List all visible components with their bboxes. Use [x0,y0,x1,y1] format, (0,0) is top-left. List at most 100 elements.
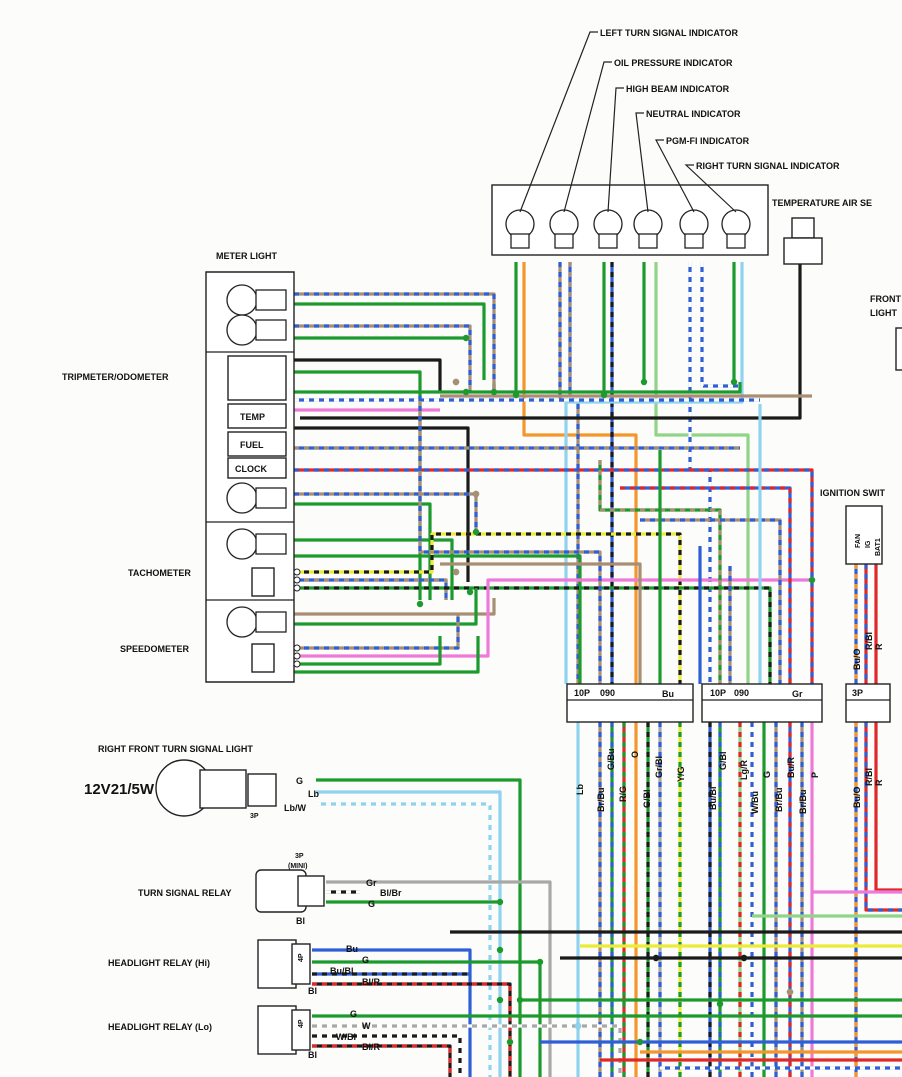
indicator-bulb-base [726,233,746,249]
meter-bulb [226,482,258,514]
wire-green [294,538,454,600]
code-c2-bu-r: Bu/R [786,757,796,778]
wire-lightblue-tracer [316,802,492,1077]
wire-green [294,302,486,380]
clock-label: CLOCK [235,464,267,474]
connector-1-code: 090 [600,688,615,698]
headlight-relay-hi [257,939,297,989]
connector-1-pins: 10P [574,688,590,698]
wire-lightblue [316,790,502,1077]
headlight-relay-lo [257,1005,297,1055]
code-ig-r-bl-2: R/Bl [864,768,874,786]
wire-green [294,370,422,600]
wire-layer [294,262,902,1077]
wire-green [294,502,432,600]
wire-oil-pressure [522,262,638,684]
front-light-box [895,327,902,371]
wire-blue [312,948,472,1077]
wire-blue-tracer [294,578,448,600]
code-turn-g: G [296,776,303,786]
clock-display [227,457,287,479]
code-relay-gr: Gr [366,878,377,888]
ignition-bat-label: BAT1 [875,538,882,556]
hl-relay-hi-connector [291,943,311,985]
wire-red [864,722,902,912]
splice-dot [512,391,520,399]
splice-dot [496,898,504,906]
front-light-label-2: LIGHT [870,308,897,318]
tripmeter-label: TRIPMETER/ODOMETER [62,372,169,382]
wire-black [294,426,470,582]
meter-bulb-base [255,611,287,633]
meter-bulb-base [255,487,287,509]
wire-brown-tracer [294,292,496,390]
splice-dot [462,388,470,396]
indicator-bulb-base [554,233,574,249]
ignition-ig-label: IG [865,540,872,548]
wire-blue-tracer [688,262,712,684]
turn-relay-pins: 3P [295,853,304,860]
hl-relay-lo-pins: 4P [298,1019,305,1028]
code-c2-p: P [810,772,820,778]
code-relay-bl-br: Bl/Br [380,888,402,898]
code-c1-br-bu: Br/Bu [596,788,606,813]
wire-brown [294,292,496,390]
wire-brown [294,598,496,616]
code-c1-lb: Lb [575,784,585,795]
component-layer: LEFT TURN SIGNAL INDICATOR OIL PRESSURE … [62,28,902,1055]
code-relay-bl: Bl [296,916,305,926]
meter-bulb-base [255,319,287,341]
code-c2-br-bu: Br/Bu [774,788,784,813]
right-front-turn-label: RIGHT FRONT TURN SIGNAL LIGHT [98,744,253,754]
code-c2-g-bl: G/Bl [718,751,728,770]
code-c2-bu-bl: Bu/Bl [708,787,718,811]
wire-white-tracer [312,1034,462,1077]
indicator-bulbs [505,209,751,249]
pgm-fi-indicator-label: PGM-FI INDICATOR [666,136,750,146]
wire-green [294,382,742,394]
splice-dot [786,988,794,996]
wire-white [312,1024,622,1077]
right-turn-indicator-label: RIGHT TURN SIGNAL INDICATOR [696,161,840,171]
wire-speedo-pink [294,578,812,658]
wire-white [312,1034,462,1077]
code-c1-r-g: R/G [618,786,628,802]
wire-yellow-tracer [294,532,682,684]
tripmeter-display [227,355,287,401]
indicator-bulb-base [684,233,704,249]
hl-relay-lo-label: HEADLIGHT RELAY (Lo) [108,1022,212,1032]
tachometer-coil [251,567,275,597]
neutral-indicator-label: NEUTRAL INDICATOR [646,109,741,119]
bulb-rating-label: 12V21/5W [84,781,155,798]
code-lo-bl: Bl [308,1050,317,1060]
wire-green [294,636,480,674]
code-turn-lb: Lb [308,789,319,799]
splice-dot [808,576,816,584]
code-lo-g: G [350,1009,357,1019]
connector-2-code: 090 [734,688,749,698]
turn-relay-label: TURN SIGNAL RELAY [138,888,232,898]
splice-dot [416,600,424,608]
turn-signal-base [199,769,247,809]
meter-bulbs [226,284,287,638]
wire-codes: Bu/O R/Bl R Bu/O R/Bl R Lb Br/Bu G/Bu R/… [284,632,884,1060]
code-c1-o: O [630,751,640,758]
ignition-switch-label: IGNITION SWIT [820,488,885,498]
splice-dot [636,1038,644,1046]
code-turn-lb-w: Lb/W [284,803,306,813]
meter-bulb [226,606,258,638]
connector-2-color: Gr [792,689,803,699]
code-c1-g-bu: G/Bu [606,749,616,771]
wire-blue [294,578,448,600]
connector-10p-bu [566,683,694,723]
indicator-leaders [519,31,737,213]
hl-relay-lo-connector [291,1009,311,1051]
splice-dot [740,954,748,962]
splice-dot [600,391,608,399]
code-c1-y-g: Y/G [676,766,686,782]
splice-dot [490,388,498,396]
connector-10p-gr [701,683,823,723]
wire-lightgreen [654,262,750,684]
indicator-bulb-base [638,233,658,249]
